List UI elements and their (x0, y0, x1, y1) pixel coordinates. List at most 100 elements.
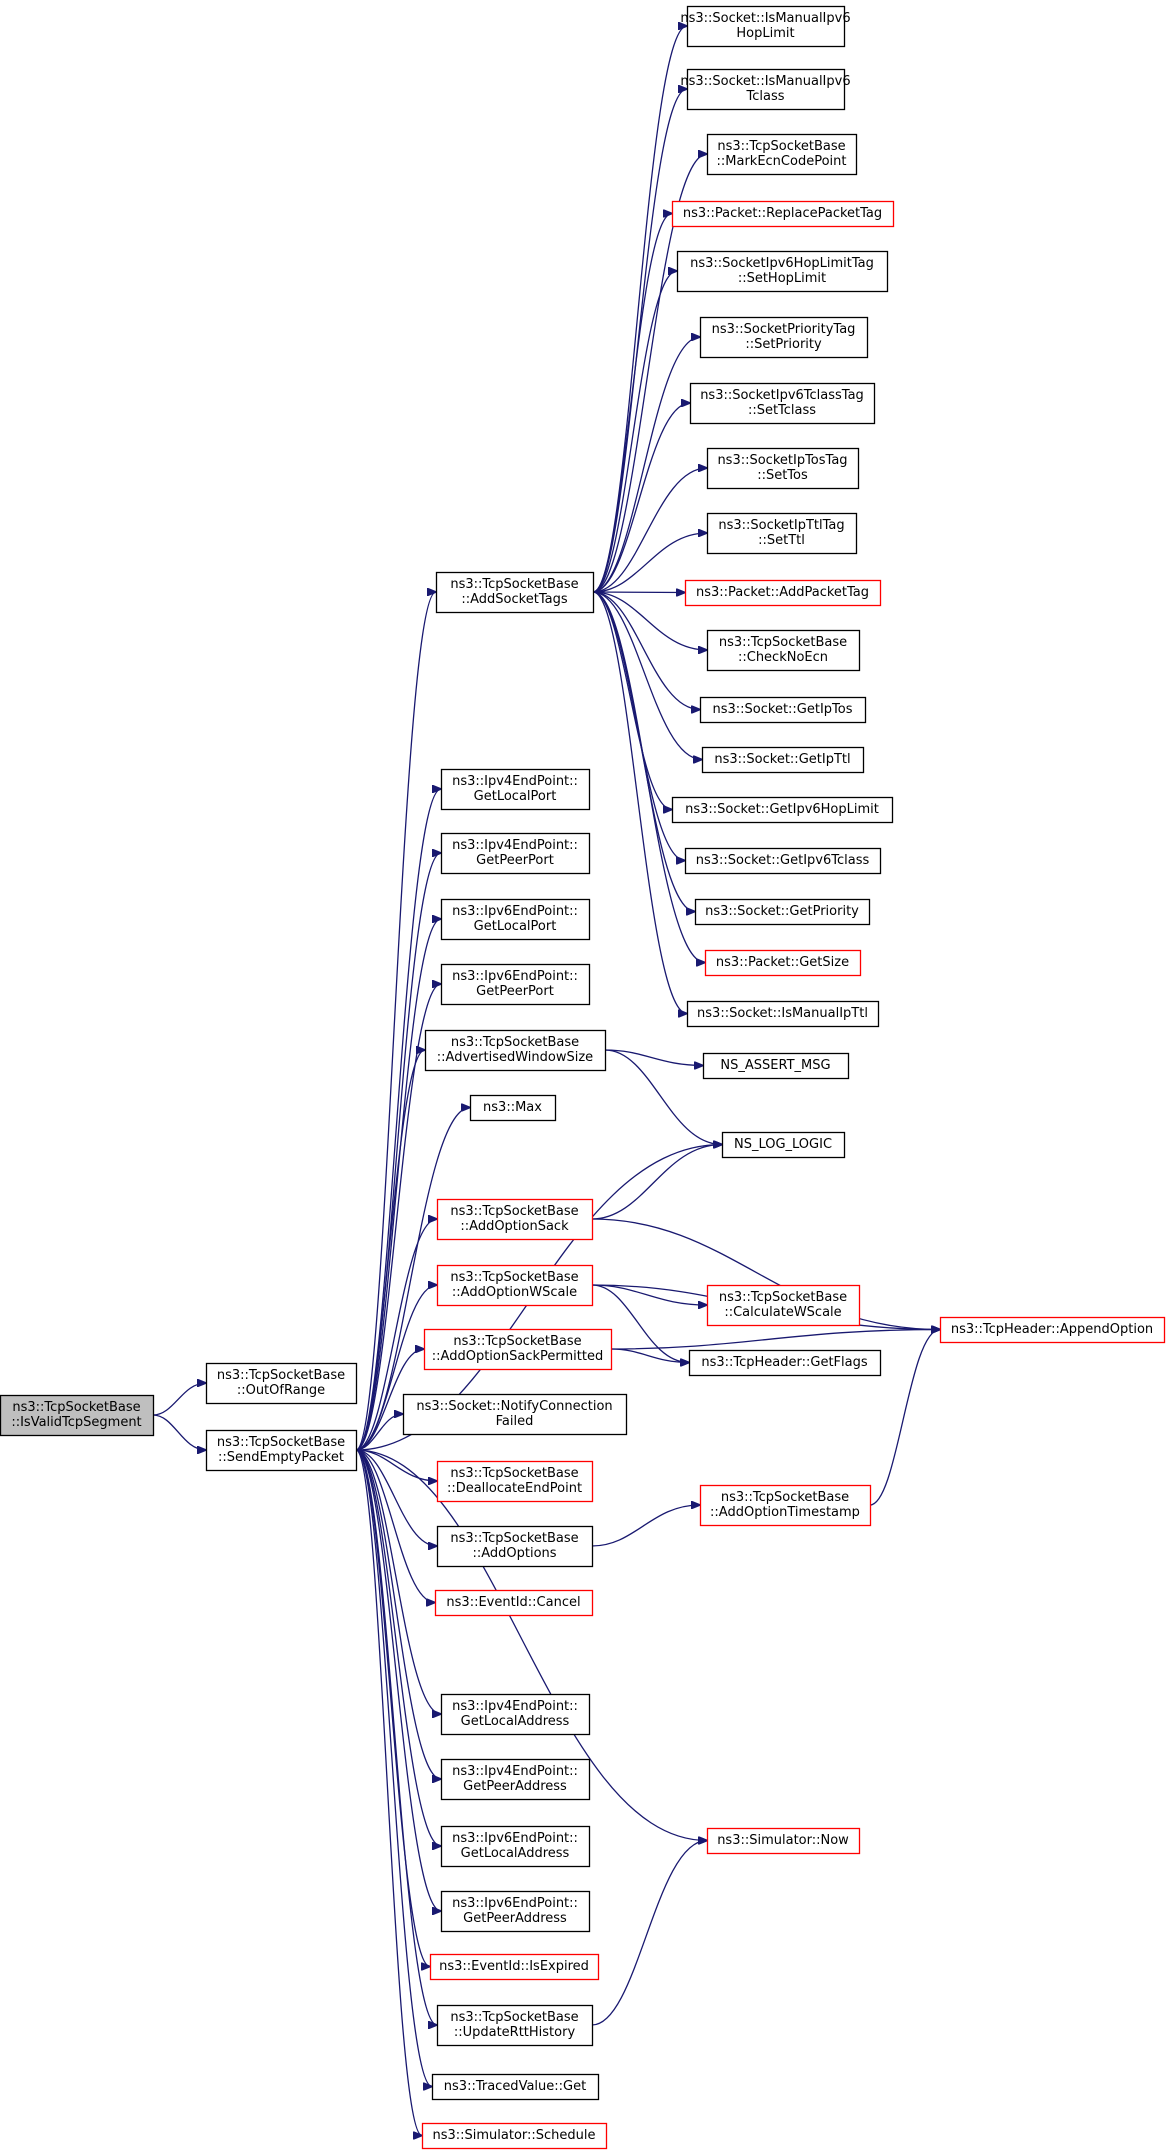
node-label: ns3::TcpSocketBase (450, 1204, 578, 1219)
node-tracedget[interactable]: ns3::TracedValue::Get (431, 2073, 600, 2101)
node-getipv6tclass[interactable]: ns3::Socket::GetIpv6Tclass (684, 847, 882, 875)
edge-advwin-to-assertmsg (604, 1049, 703, 1066)
node-label: ::SetPriority (745, 337, 822, 352)
node-box (429, 1953, 600, 1981)
node-label: ns3::EventId::IsExpired (439, 1959, 589, 1974)
node-loglogic[interactable]: NS_LOG_LOGIC (721, 1131, 846, 1159)
node-setpriority[interactable]: ns3::SocketPriorityTag::SetPriority (699, 316, 869, 359)
node-updatertt[interactable]: ns3::TcpSocketBase::UpdateRttHistory (436, 2004, 594, 2047)
node-box (469, 1094, 557, 1122)
node-root[interactable]: ns3::TcpSocketBase::IsValidTcpSegment (0, 1394, 155, 1437)
node-getflags[interactable]: ns3::TcpHeader::GetFlags (688, 1349, 882, 1377)
node-box (436, 1264, 594, 1307)
node-box (686, 1000, 880, 1028)
node-ipv6peerport[interactable]: ns3::Ipv6EndPoint::GetPeerPort (440, 963, 591, 1006)
node-label: ns3::TcpSocketBase (450, 1270, 578, 1285)
node-label: ns3::Socket::GetIpTtl (714, 752, 850, 767)
edge-addsockettags-to-ismanualtclass (592, 89, 687, 593)
edge-addsockettags-to-getipttl (592, 591, 702, 760)
node-advwin[interactable]: ns3::TcpSocketBase::AdvertisedWindowSize (424, 1029, 607, 1072)
node-getiptos[interactable]: ns3::Socket::GetIpTos (699, 696, 867, 724)
node-getpriority[interactable]: ns3::Socket::GetPriority (694, 898, 871, 926)
node-isexpired[interactable]: ns3::EventId::IsExpired (429, 1953, 600, 1981)
edge-sendempty-to-ipv6peerport (355, 984, 441, 1451)
node-box (440, 963, 591, 1006)
node-label: ns3::TracedValue::Get (444, 2079, 586, 2094)
node-ipv4peerport[interactable]: ns3::Ipv4EndPoint::GetPeerPort (440, 832, 591, 875)
node-sethoplimit[interactable]: ns3::SocketIpv6HopLimitTag::SetHopLimit (676, 250, 889, 293)
node-sendempty[interactable]: ns3::TcpSocketBase::SendEmptyPacket (205, 1429, 358, 1472)
node-addoptions[interactable]: ns3::TcpSocketBase::AddOptions (436, 1525, 594, 1568)
node-box (436, 1198, 594, 1241)
node-box (671, 796, 894, 824)
node-addopttimestamp[interactable]: ns3::TcpSocketBase::AddOptionTimestamp (699, 1484, 872, 1527)
node-label: ::SetHopLimit (738, 271, 826, 286)
node-addoptsackperm[interactable]: ns3::TcpSocketBase::AddOptionSackPermitt… (423, 1328, 613, 1371)
node-getipv6hop[interactable]: ns3::Socket::GetIpv6HopLimit (671, 796, 894, 824)
node-ipv6localaddr[interactable]: ns3::Ipv6EndPoint::GetLocalAddress (440, 1825, 591, 1868)
node-addpackettag[interactable]: ns3::Packet::AddPacketTag (684, 579, 882, 607)
node-ipv4peeraddr[interactable]: ns3::Ipv4EndPoint::GetPeerAddress (440, 1758, 591, 1801)
node-label: ns3::TcpSocketBase (12, 1400, 140, 1415)
node-max[interactable]: ns3::Max (469, 1094, 557, 1122)
edge-sendempty-to-ipv6peeraddr (355, 1449, 441, 1911)
node-appendopt[interactable]: ns3::TcpHeader::AppendOption (939, 1316, 1166, 1344)
node-label: ns3::Packet::ReplacePacketTag (683, 206, 882, 221)
node-label: ns3::Packet::GetSize (716, 955, 849, 970)
edge-root-to-outofrange (152, 1383, 206, 1416)
node-assertmsg[interactable]: NS_ASSERT_MSG (702, 1052, 850, 1080)
node-replacetag[interactable]: ns3::Packet::ReplacePacketTag (671, 200, 895, 228)
edge-addsockettags-to-getsize (592, 591, 705, 963)
node-box (436, 2004, 594, 2047)
node-box (706, 512, 858, 555)
node-label: NS_LOG_LOGIC (734, 1137, 832, 1152)
node-ipv6localport[interactable]: ns3::Ipv6EndPoint::GetLocalPort (440, 898, 591, 941)
edge-root-to-sendempty (152, 1414, 206, 1450)
node-label: ::SetTos (757, 468, 808, 483)
node-settclass[interactable]: ns3::SocketIpv6TclassTag::SetTclass (689, 382, 876, 425)
node-label: ns3::Socket::GetIpTos (712, 702, 852, 717)
node-label: ns3::TcpSocketBase (451, 1035, 579, 1050)
node-checknoecn[interactable]: ns3::TcpSocketBase::CheckNoEcn (706, 629, 861, 672)
node-box (421, 2122, 608, 2150)
node-box (436, 1525, 594, 1568)
node-schedule[interactable]: ns3::Simulator::Schedule (421, 2122, 608, 2150)
node-addoptwscale[interactable]: ns3::TcpSocketBase::AddOptionWScale (436, 1264, 594, 1307)
node-box (424, 1029, 607, 1072)
edge-addsockettags-to-replacetag (592, 214, 672, 593)
node-ipv4localaddr[interactable]: ns3::Ipv4EndPoint::GetLocalAddress (440, 1693, 591, 1736)
edge-addsockettags-to-setpriority (592, 337, 700, 593)
node-label: GetPeerAddress (463, 1911, 567, 1926)
node-box (440, 1758, 591, 1801)
node-cancel[interactable]: ns3::EventId::Cancel (434, 1589, 594, 1617)
node-ismanualipttl[interactable]: ns3::Socket::IsManualIpTtl (686, 1000, 880, 1028)
node-label: ::OutOfRange (237, 1383, 325, 1398)
node-getsize[interactable]: ns3::Packet::GetSize (704, 949, 862, 977)
node-now[interactable]: ns3::Simulator::Now (706, 1827, 861, 1855)
node-markecn[interactable]: ns3::TcpSocketBase::MarkEcnCodePoint (706, 133, 858, 176)
node-box (440, 1825, 591, 1868)
node-settos[interactable]: ns3::SocketIpTosTag::SetTos (706, 447, 860, 490)
node-addsockettags[interactable]: ns3::TcpSocketBase::AddSocketTags (435, 571, 595, 614)
node-setttl[interactable]: ns3::SocketIpTtlTag::SetTtl (706, 512, 858, 555)
node-ipv6peeraddr[interactable]: ns3::Ipv6EndPoint::GetPeerAddress (440, 1890, 591, 1933)
node-addoptsack[interactable]: ns3::TcpSocketBase::AddOptionSack (436, 1198, 594, 1241)
node-label: ns3::TcpHeader::GetFlags (701, 1355, 868, 1370)
node-ipv4localport[interactable]: ns3::Ipv4EndPoint::GetLocalPort (440, 768, 591, 811)
node-label: ns3::TcpSocketBase (719, 635, 847, 650)
node-box (440, 832, 591, 875)
node-box (423, 1328, 613, 1371)
node-calcwscale[interactable]: ns3::TcpSocketBase::CalculateWScale (706, 1284, 861, 1327)
node-label: ::AddSocketTags (461, 592, 567, 607)
edge-addsockettags-to-getipv6tclass (592, 591, 685, 861)
node-box (434, 1589, 594, 1617)
node-label: ns3::TcpSocketBase (217, 1435, 345, 1450)
edge-addsockettags-to-markecn (592, 154, 707, 593)
node-deallocep[interactable]: ns3::TcpSocketBase::DeallocateEndPoint (436, 1460, 594, 1503)
node-label: ns3::TcpSocketBase (217, 1368, 345, 1383)
node-outofrange[interactable]: ns3::TcpSocketBase::OutOfRange (205, 1362, 358, 1405)
node-getipttl[interactable]: ns3::Socket::GetIpTtl (701, 746, 865, 774)
